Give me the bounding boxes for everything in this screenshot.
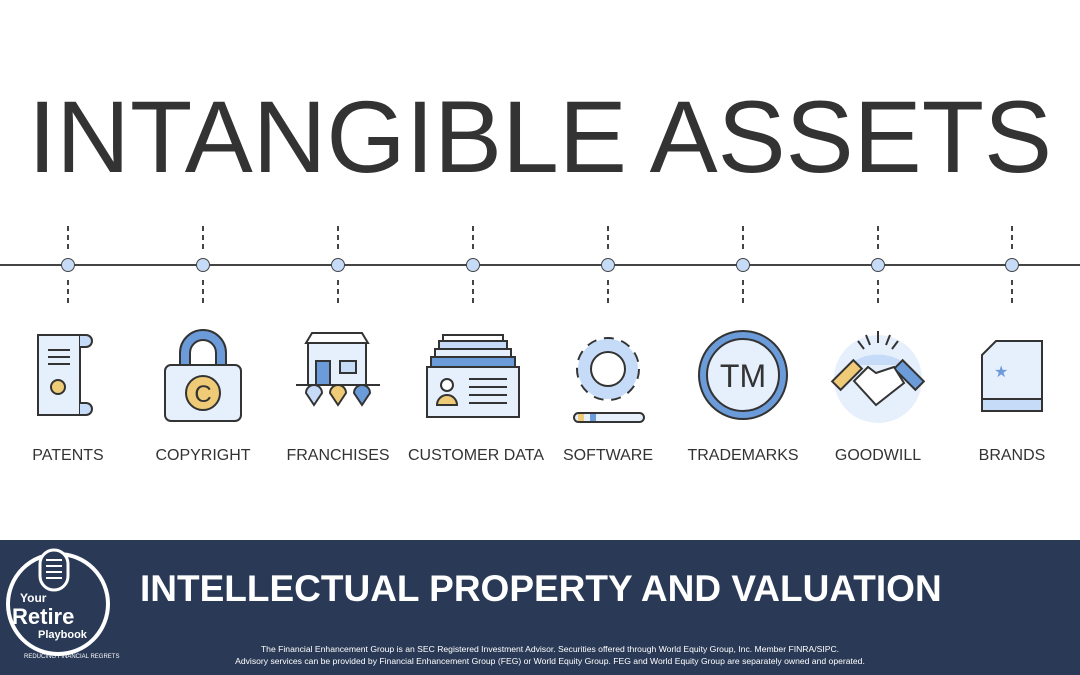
svg-text:TM: TM	[720, 358, 766, 394]
timeline-node	[1005, 226, 1019, 304]
item-trademarks: TM TRADEMARKS	[678, 325, 808, 465]
timeline-line	[0, 264, 1080, 266]
padlock-copyright-icon: C	[164, 329, 242, 422]
timeline-node	[61, 226, 75, 304]
handshake-icon	[830, 331, 926, 423]
item-copyright: C COPYRIGHT	[138, 325, 268, 465]
footer-title: INTELLECTUAL PROPERTY AND VALUATION	[140, 568, 942, 609]
svg-text:Retire: Retire	[12, 604, 74, 629]
item-label: TRADEMARKS	[687, 447, 799, 464]
item-label: FRANCHISES	[286, 447, 390, 464]
item-goodwill: GOODWILL	[813, 325, 943, 465]
storefront-locations-icon	[296, 332, 380, 407]
timeline-node	[466, 226, 480, 304]
page-title: INTANGIBLE ASSETS	[27, 80, 1053, 194]
item-software: SOFTWARE	[543, 325, 673, 465]
svg-text:Playbook: Playbook	[38, 629, 88, 641]
item-label: BRANDS	[978, 447, 1046, 464]
disclaimer-line-1: The Financial Enhancement Group is an SE…	[260, 644, 840, 654]
item-label: PATENTS	[32, 447, 104, 464]
timeline-node	[736, 226, 750, 304]
disclaimer: The Financial Enhancement Group is an SE…	[140, 643, 960, 667]
customer-card-icon	[426, 334, 520, 418]
item-label: SOFTWARE	[562, 447, 654, 464]
item-patents: PATENTS	[3, 325, 133, 465]
item-label: CUSTOMER DATA	[408, 447, 545, 464]
patent-scroll-icon	[37, 334, 93, 416]
svg-text:REDUCING FINANCIAL REGRETS: REDUCING FINANCIAL REGRETS	[24, 654, 119, 660]
timeline-node	[196, 226, 210, 304]
svg-text:C: C	[194, 381, 211, 408]
item-label: GOODWILL	[834, 447, 922, 464]
timeline-node	[871, 226, 885, 304]
disclaimer-line-2: Advisory services can be provided by Fin…	[235, 656, 865, 666]
item-franchises: FRANCHISES	[273, 325, 403, 465]
gear-progress-icon	[573, 337, 645, 423]
svg-text:Your: Your	[20, 591, 47, 605]
brand-tag-icon: ★	[981, 340, 1043, 412]
item-label: COPYRIGHT	[155, 447, 251, 464]
timeline-node	[601, 226, 615, 304]
item-brands: ★ BRANDS	[947, 325, 1077, 465]
trademark-icon: TM	[698, 330, 788, 420]
svg-text:★: ★	[994, 364, 1008, 381]
item-customer-data: CUSTOMER DATA	[408, 325, 545, 465]
timeline-node	[331, 226, 345, 304]
